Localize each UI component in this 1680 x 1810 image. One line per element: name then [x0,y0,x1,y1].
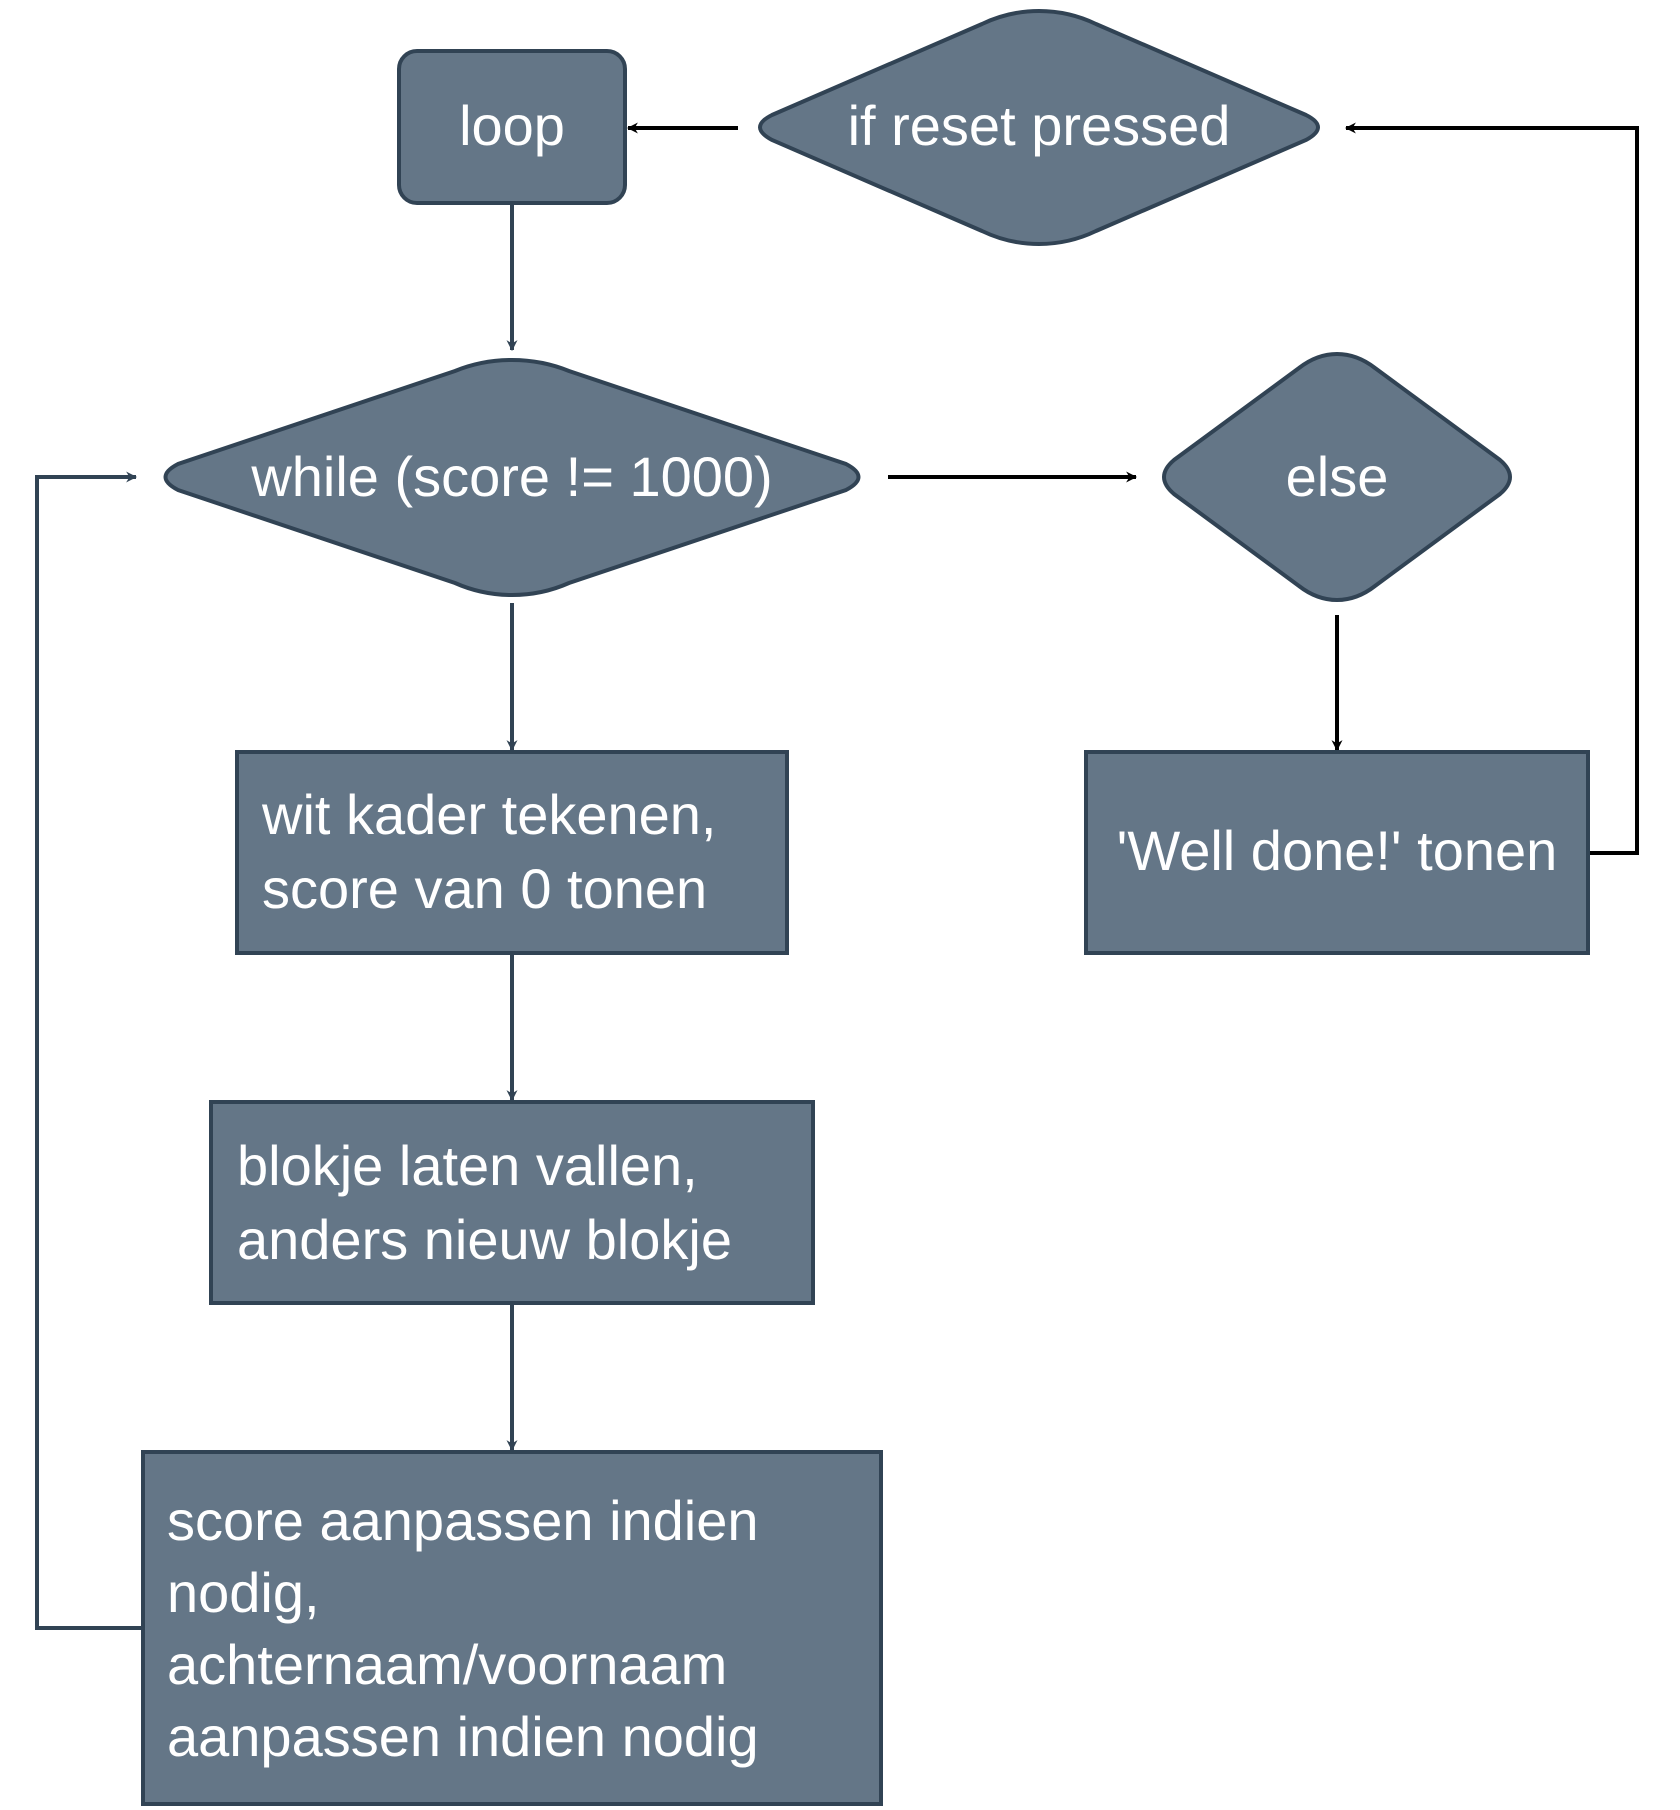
node-if-reset-pressed-label: if reset pressed [848,94,1231,157]
node-else-label: else [1286,445,1389,508]
edge-well-done-to-if-reset [1344,122,1639,855]
node-blokje-laten-vallen: blokje laten vallen, anders nieuw blokje [209,1100,815,1305]
node-score-aanpassen-label: score aanpassen indien nodig, achternaam… [167,1489,774,1768]
node-blokje-laten-vallen-label: blokje laten vallen, anders nieuw blokje [237,1134,732,1271]
node-while: while (score != 1000) [163,357,861,598]
node-score-aanpassen: score aanpassen indien nodig, achternaam… [141,1450,883,1806]
node-well-done-tonen-label: 'Well done!' tonen [1117,819,1558,882]
node-wit-kader-tekenen: wit kader tekenen, score van 0 tonen [235,750,789,955]
node-well-done-tonen: 'Well done!' tonen [1084,750,1590,955]
node-else: else [1162,351,1512,603]
node-if-reset-pressed: if reset pressed [758,8,1320,247]
node-wit-kader-tekenen-label: wit kader tekenen, score van 0 tonen [261,783,732,920]
edge-score-aanpassen-to-while [35,471,143,1630]
node-loop-label: loop [459,94,565,157]
node-while-label: while (score != 1000) [250,445,772,508]
edges [35,122,1639,1630]
node-loop: loop [397,49,627,205]
